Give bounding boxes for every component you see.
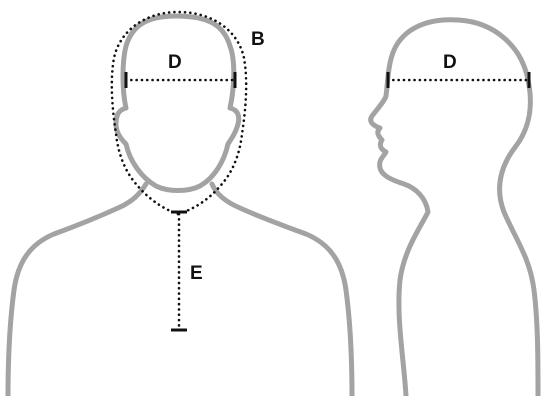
side-view-figure — [368, 17, 541, 396]
front-view-figure — [5, 13, 355, 396]
label-b: B — [251, 29, 265, 50]
label-d-front: D — [168, 52, 182, 73]
front-neck-shoulder-right — [209, 181, 355, 396]
measurement-labels: B D E D — [168, 29, 457, 284]
front-neck-shoulder-left — [5, 181, 149, 396]
circumference-dotted-line-B — [110, 10, 248, 216]
front-head-outline — [113, 13, 242, 193]
label-d-side: D — [443, 52, 457, 73]
side-profile-outline — [368, 17, 541, 396]
measurement-lines — [110, 10, 531, 332]
label-e: E — [190, 263, 203, 284]
